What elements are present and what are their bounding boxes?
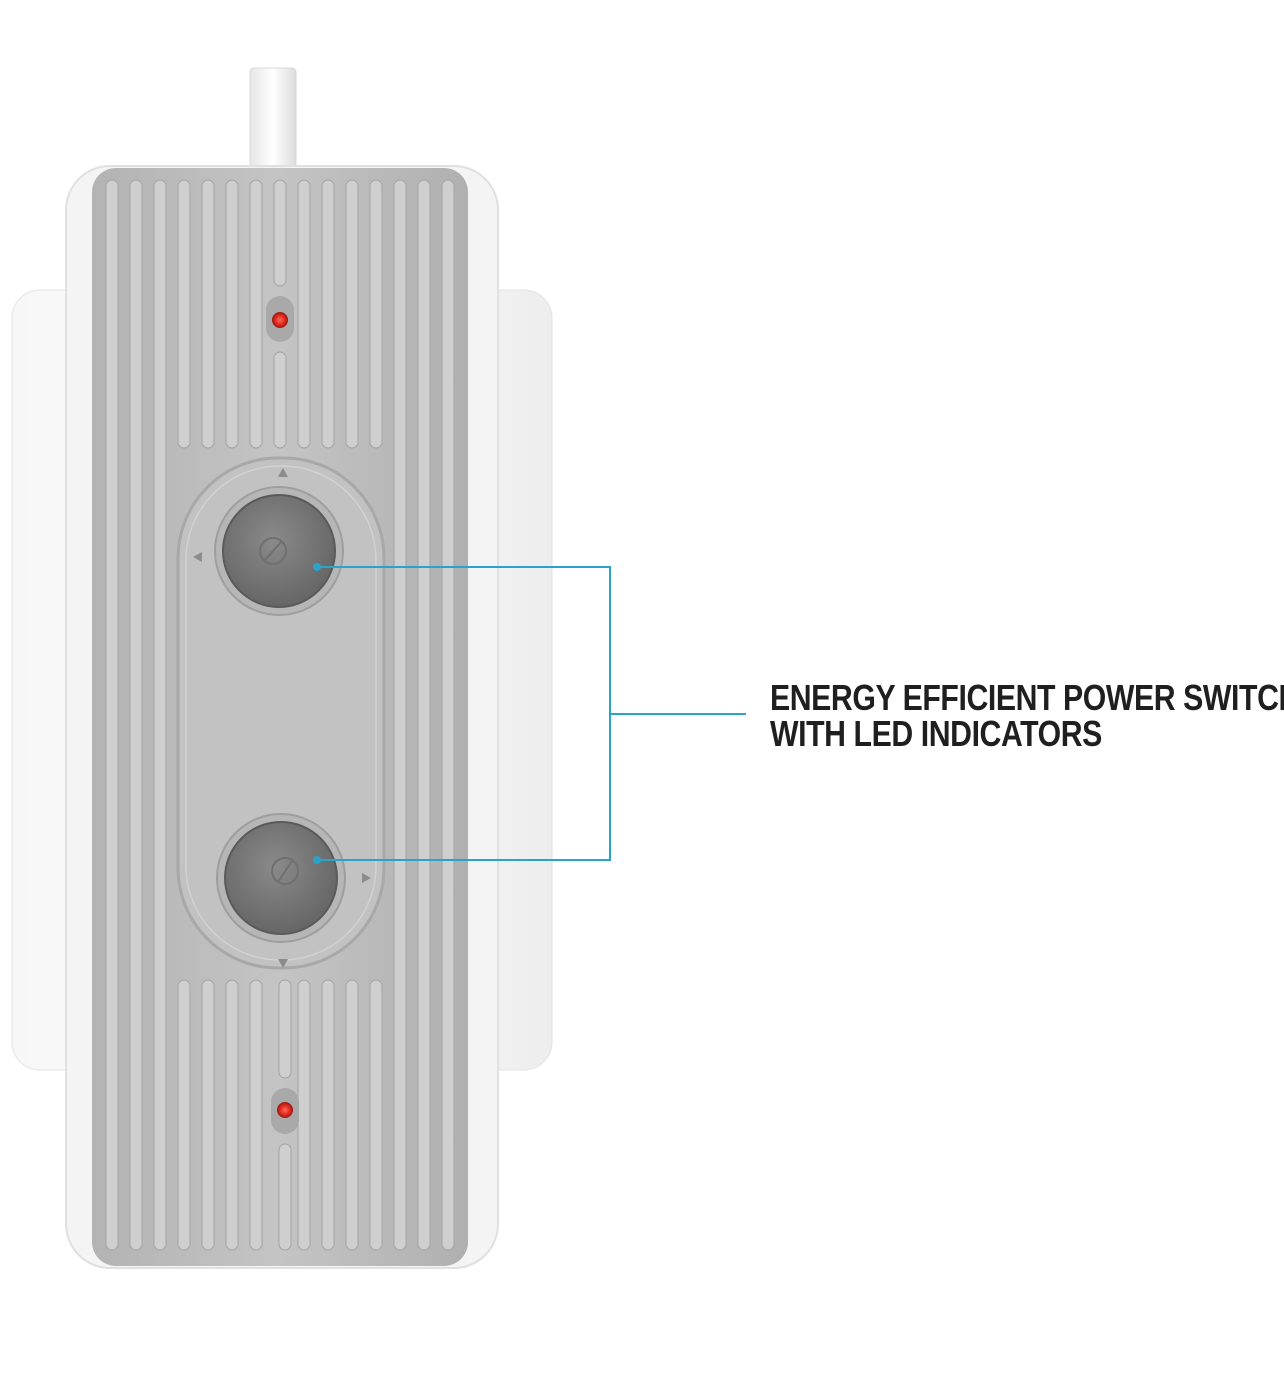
housing-rib bbox=[278, 979, 292, 1079]
callout-line-1: ENERGY EFFICIENT POWER SWITCHES bbox=[770, 677, 1284, 718]
housing-rib bbox=[273, 179, 287, 287]
housing-rib bbox=[201, 179, 215, 449]
feature-callout: ENERGY EFFICIENT POWER SWITCHES WITH LED… bbox=[770, 677, 1284, 754]
housing-rib bbox=[273, 351, 287, 449]
housing-rib bbox=[369, 179, 383, 449]
housing-rib bbox=[369, 979, 383, 1251]
housing-rib bbox=[297, 979, 311, 1251]
housing-rib bbox=[153, 179, 167, 1251]
callout-line-2: WITH LED INDICATORS bbox=[770, 713, 1102, 754]
arrow-up-icon bbox=[278, 468, 288, 477]
housing-rib bbox=[321, 179, 335, 449]
housing-rib bbox=[278, 1143, 292, 1251]
housing-rib bbox=[177, 179, 191, 449]
housing-rib bbox=[225, 179, 239, 449]
callout-connector bbox=[313, 563, 746, 864]
housing-rib bbox=[345, 179, 359, 449]
led-indicator-bottom bbox=[271, 1088, 299, 1134]
housing-rib bbox=[321, 979, 335, 1251]
arrow-down-icon bbox=[278, 959, 288, 968]
housing-rib bbox=[105, 179, 119, 1251]
housing-rib bbox=[441, 179, 455, 1251]
housing-rib bbox=[393, 179, 407, 1251]
housing-rib bbox=[225, 979, 239, 1251]
housing-ribs bbox=[105, 179, 455, 1251]
led-indicator-top bbox=[266, 296, 294, 342]
power-switch-top[interactable] bbox=[214, 486, 344, 616]
arrow-right-icon bbox=[362, 873, 371, 883]
housing-rib bbox=[297, 179, 311, 449]
power-switch-bottom[interactable] bbox=[216, 813, 346, 943]
arrow-left-icon bbox=[193, 552, 202, 562]
power-cord bbox=[249, 67, 297, 179]
housing-rib bbox=[249, 979, 263, 1251]
housing-rib bbox=[249, 179, 263, 449]
power-symbol-icon bbox=[259, 537, 287, 565]
power-symbol-icon bbox=[271, 857, 299, 885]
housing-rib bbox=[177, 979, 191, 1251]
housing-rib bbox=[417, 179, 431, 1251]
housing-rib bbox=[345, 979, 359, 1251]
housing-rib bbox=[201, 979, 215, 1251]
housing-rib bbox=[129, 179, 143, 1251]
